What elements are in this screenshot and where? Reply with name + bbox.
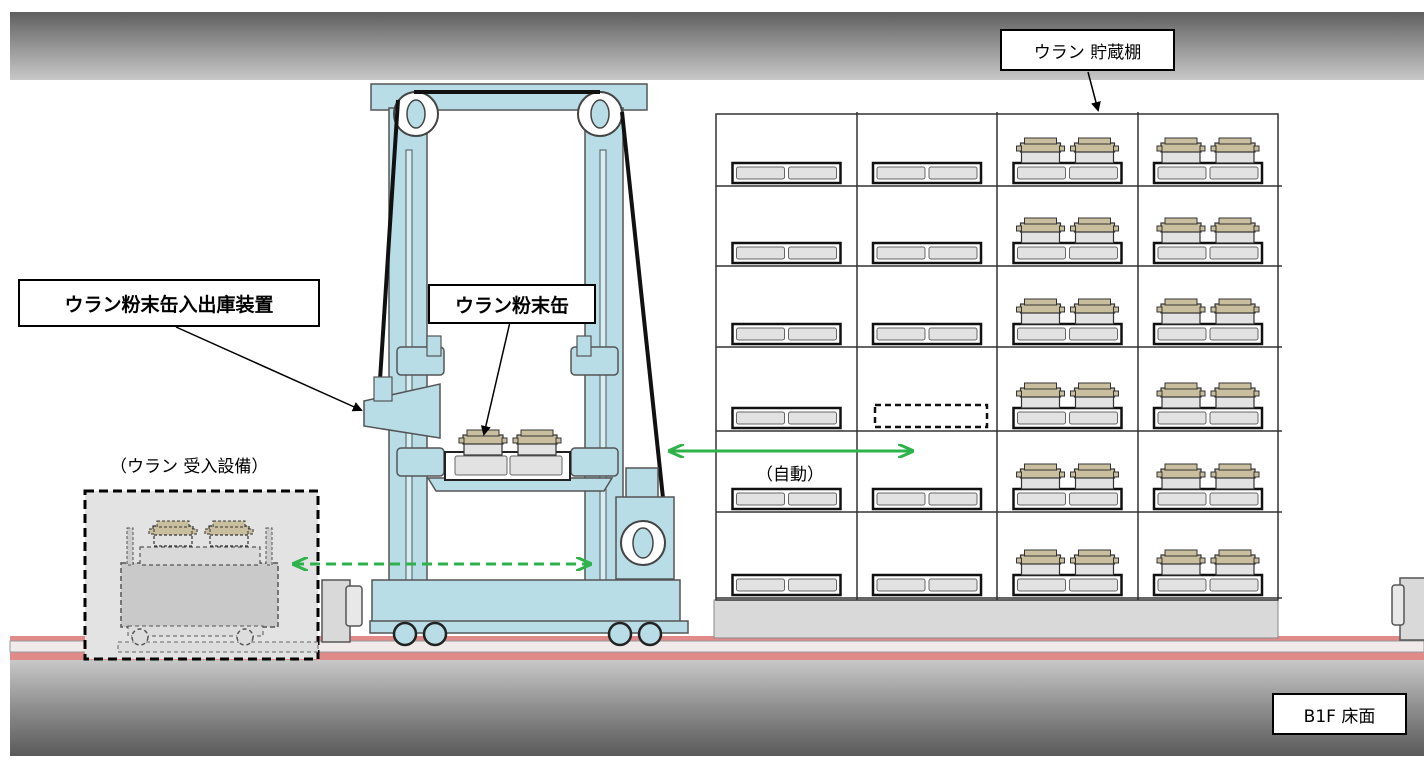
powder-can xyxy=(1210,463,1260,490)
rack-tray xyxy=(731,322,842,346)
powder-can xyxy=(1156,217,1206,244)
stopper-left xyxy=(321,579,363,643)
powder-can-transfer-device xyxy=(363,83,689,647)
carriage-slot xyxy=(509,455,563,476)
stopper-right xyxy=(1391,577,1424,641)
rack-tray xyxy=(1012,573,1123,597)
receiving-facility-label: （ウラン 受入設備） xyxy=(110,457,269,477)
rack-tray xyxy=(1012,161,1123,185)
powder-can xyxy=(1070,549,1119,576)
leader-powder-can xyxy=(480,321,511,436)
powder-can xyxy=(1016,298,1065,325)
rack-tray xyxy=(871,573,983,597)
rack-tray xyxy=(731,406,842,430)
rack-tray xyxy=(871,241,983,265)
receiving-facility xyxy=(83,489,320,661)
empty-slot xyxy=(873,403,989,429)
powder-can xyxy=(1016,382,1065,409)
auto-label: （自動） xyxy=(756,465,824,485)
leader-transfer-device xyxy=(175,326,363,412)
powder-can xyxy=(512,429,562,456)
powder-can xyxy=(1156,382,1206,409)
powder-can xyxy=(1070,298,1119,325)
ceiling-band xyxy=(10,12,1424,80)
rack-tray xyxy=(871,487,983,511)
rack-tray xyxy=(1152,241,1264,265)
rack-tray xyxy=(1012,322,1123,346)
powder-can xyxy=(1210,217,1260,244)
powder-can xyxy=(1210,137,1260,164)
powder-can xyxy=(1070,382,1119,409)
rack-tray xyxy=(1152,573,1264,597)
powder-can xyxy=(1156,463,1206,490)
powder-can xyxy=(1016,463,1065,490)
powder-can xyxy=(204,520,254,547)
carriage-slot xyxy=(454,455,508,476)
transfer-device-label: ウラン粉末缶入出庫装置 xyxy=(18,279,320,327)
powder-can xyxy=(1016,217,1065,244)
rack-tray xyxy=(1152,406,1264,430)
powder-can xyxy=(1016,549,1065,576)
leader-storage-rack xyxy=(1087,71,1101,112)
powder-can xyxy=(1210,298,1260,325)
powder-can xyxy=(1070,137,1119,164)
rack-tray xyxy=(871,322,983,346)
powder-can xyxy=(1156,137,1206,164)
powder-can xyxy=(458,429,508,456)
rack-tray xyxy=(1152,487,1264,511)
powder-can xyxy=(1156,549,1206,576)
storage-rack-label: ウラン 貯蔵棚 xyxy=(1000,29,1175,71)
powder-can xyxy=(1210,549,1260,576)
rack-tray xyxy=(1012,487,1123,511)
uranium-storage-rack xyxy=(715,112,1282,601)
powder-can xyxy=(1210,382,1260,409)
rack-tray xyxy=(1152,322,1264,346)
powder-can xyxy=(148,520,198,547)
rack-tray xyxy=(871,161,983,185)
rack-tray xyxy=(1152,161,1264,185)
rack-tray xyxy=(1012,406,1123,430)
powder-can xyxy=(1070,463,1119,490)
powder-can xyxy=(1070,217,1119,244)
floor-label: B1F 床面 xyxy=(1272,693,1407,735)
floor-rail xyxy=(9,640,1424,653)
powder-can xyxy=(1156,298,1206,325)
rack-tray xyxy=(731,573,842,597)
floor-slab xyxy=(10,660,1424,756)
rack-tray xyxy=(1012,241,1123,265)
powder-can xyxy=(1016,137,1065,164)
powder-can-label: ウラン粉末缶 xyxy=(428,284,596,324)
rack-tray xyxy=(731,161,842,185)
rack-tray xyxy=(731,487,842,511)
rack-base xyxy=(713,599,1279,639)
rack-tray xyxy=(731,241,842,265)
